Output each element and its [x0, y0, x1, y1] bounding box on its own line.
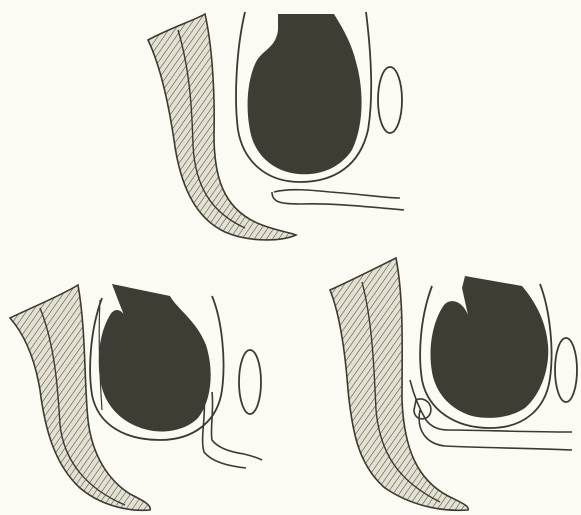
- small-oval: [239, 350, 261, 414]
- panel-bottom-right: [330, 258, 577, 510]
- dark-mass: [99, 284, 211, 432]
- lower-tube-inner: [203, 398, 246, 468]
- dark-mass: [431, 276, 549, 418]
- small-oval: [555, 338, 577, 402]
- dark-mass: [248, 14, 362, 174]
- panel-bottom-left: [10, 284, 262, 510]
- lower-tube: [274, 190, 400, 198]
- small-oval: [378, 67, 402, 133]
- panel-top: [148, 12, 404, 240]
- lower-tube-bottom: [272, 192, 404, 210]
